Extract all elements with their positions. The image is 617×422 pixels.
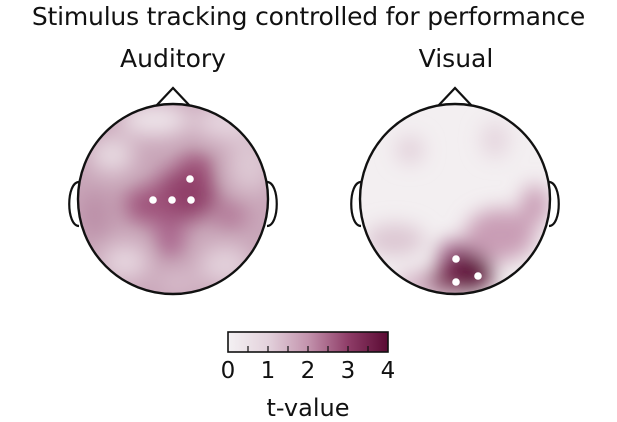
electrode-marker bbox=[452, 255, 460, 263]
colorbar-tick-label: 2 bbox=[300, 358, 316, 384]
ear-right-auditory bbox=[266, 180, 278, 228]
colorbar-tick-label: 4 bbox=[380, 358, 396, 384]
panel-label-auditory: Auditory bbox=[120, 44, 226, 73]
ear-left-auditory bbox=[68, 180, 80, 228]
colorbar-tick-label: 1 bbox=[260, 358, 276, 384]
head-map-visual bbox=[350, 86, 560, 296]
panel-label-visual: Visual bbox=[418, 44, 494, 73]
colorbar-tick-label: 3 bbox=[340, 358, 356, 384]
electrode-marker bbox=[149, 196, 157, 204]
ear-right-visual bbox=[548, 180, 560, 228]
ear-left-visual bbox=[350, 180, 362, 228]
electrode-marker bbox=[474, 272, 482, 280]
nose-auditory bbox=[155, 86, 191, 107]
electrode-marker bbox=[186, 175, 194, 183]
colorbar-tick-label: 0 bbox=[220, 358, 236, 384]
colorbar bbox=[227, 331, 389, 353]
head-map-auditory bbox=[68, 86, 278, 296]
figure-title: Stimulus tracking controlled for perform… bbox=[31, 2, 586, 31]
colorbar-label: t-value bbox=[266, 394, 350, 422]
electrode-marker bbox=[452, 278, 460, 286]
electrode-marker bbox=[168, 196, 176, 204]
electrode-marker bbox=[187, 196, 195, 204]
nose-visual bbox=[437, 86, 473, 107]
